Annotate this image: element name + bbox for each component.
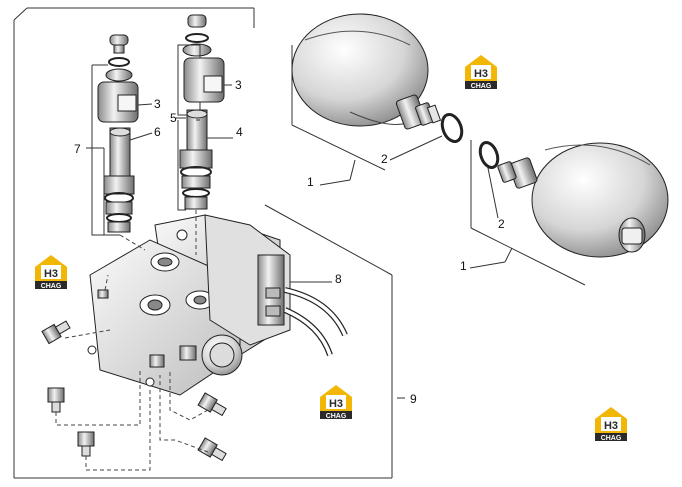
manifold-pump [204, 214, 348, 357]
solenoid-valve-right [176, 14, 233, 211]
assembly-guides [55, 210, 209, 471]
callout-leaders [319, 135, 513, 399]
callout-5: 5 [170, 111, 177, 125]
fittings [41, 320, 227, 462]
logo-word: CHAG [471, 83, 492, 90]
callout-1-right: 1 [460, 259, 467, 273]
logo-word: CHAG [601, 435, 622, 442]
logo-word: CHAG [326, 413, 347, 420]
logo-word: CHAG [41, 283, 62, 290]
callout-7: 7 [74, 142, 81, 156]
callout-3-right: 3 [235, 78, 242, 92]
callout-1-top: 1 [307, 175, 314, 189]
logo-letters: H3 [329, 398, 343, 410]
callout-2-right: 2 [498, 217, 505, 231]
callout-labels: 1 1 2 2 3 3 4 5 6 7 8 9 [74, 78, 505, 406]
assembly-frame [13, 7, 393, 479]
logo-letters: H3 [604, 420, 618, 432]
accumulator-right [470, 140, 669, 286]
logo-letters: H3 [474, 68, 488, 80]
logo-letters: H3 [44, 268, 58, 280]
solenoid-valve-left [86, 34, 153, 236]
callout-8: 8 [335, 272, 342, 286]
callout-3-left: 3 [154, 97, 161, 111]
callout-6: 6 [154, 125, 161, 139]
callout-9: 9 [410, 392, 417, 406]
callout-2-top: 2 [381, 152, 388, 166]
accumulator-top [291, 13, 464, 171]
callout-4: 4 [236, 125, 243, 139]
